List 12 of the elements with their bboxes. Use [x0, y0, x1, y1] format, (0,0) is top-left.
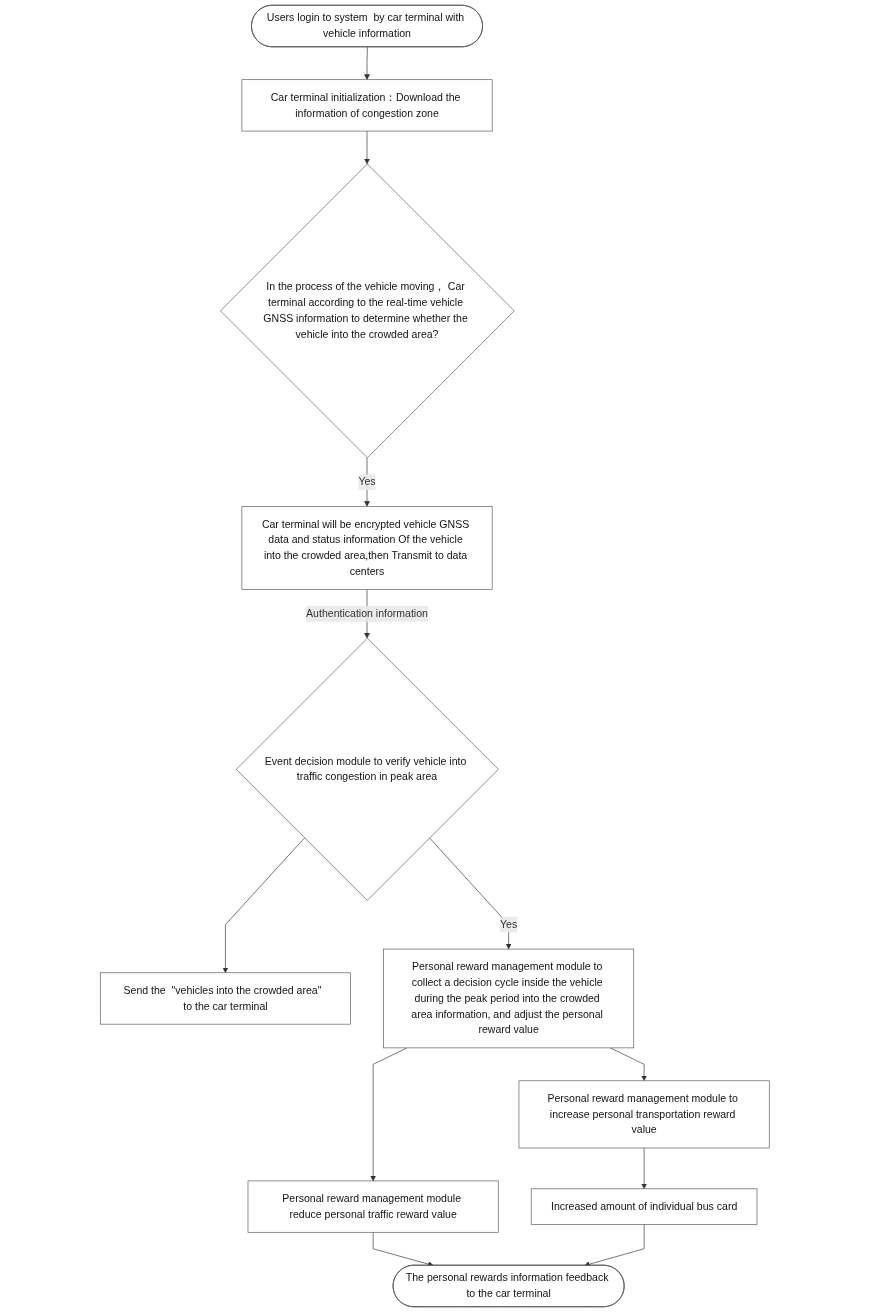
node-box: Car terminal initialization：Download the information of congestion zone [241, 79, 493, 132]
edge-label: Yes [358, 476, 376, 488]
node-diamond: Event decision module to verify vehicle into traffic congestion in peak area [235, 637, 499, 901]
edge-label: Authentication information [305, 607, 428, 620]
node-box: Car terminal will be encrypted vehicle GNSS data and status information Of the vehicle into the crowded area,then Transmit to data centers [241, 506, 493, 590]
node-box: Personal reward management module to collect a decision cycle inside the vehicle during the peak period into the crowded area information, and adjust the personal reward value [382, 948, 634, 1049]
node-box: Send the "vehicles into the crowded area" to the car terminal [99, 972, 351, 1025]
node-box: Personal reward management module reduce personal traffic reward value [247, 1180, 499, 1233]
node-diamond: In the process of the vehicle moving， Car terminal according to the real-time vehicle GNSS information to determine whether the vehicle into the crowded area? [219, 163, 515, 459]
edge-label: Yes [499, 918, 517, 930]
node-box: Personal reward management module to increase personal transportation reward value [518, 1080, 770, 1149]
node-box: Increased amount of individual bus card [530, 1188, 758, 1225]
